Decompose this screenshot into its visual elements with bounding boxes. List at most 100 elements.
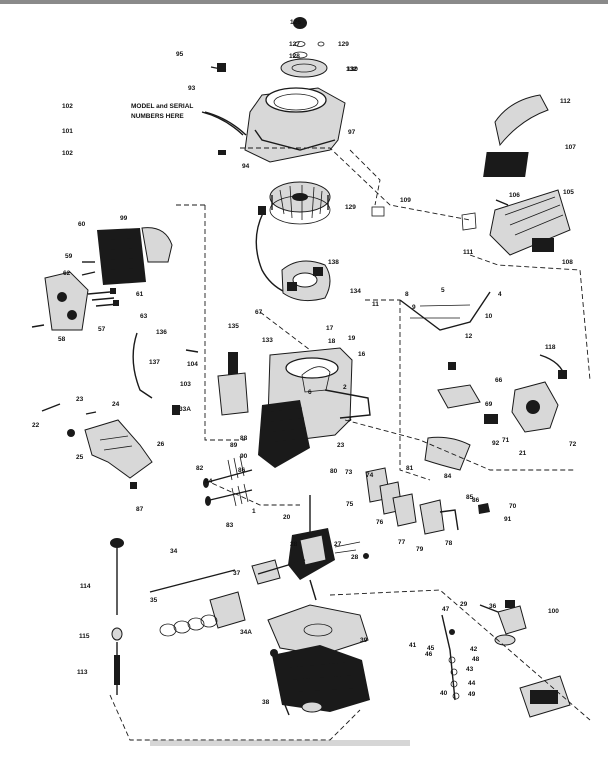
callout-132: 132: [346, 66, 357, 73]
callout-23: 23: [76, 396, 84, 403]
callout-39: 39: [360, 637, 368, 644]
callout-labels: 1261271281291301329593979499102101102112…: [32, 19, 577, 706]
callout-88: 88: [240, 435, 248, 442]
callout-69: 69: [485, 401, 493, 408]
callout-10: 10: [485, 313, 493, 320]
callout-1: 1: [252, 508, 256, 515]
callout-21: 21: [519, 450, 527, 457]
callout-12: 12: [465, 333, 473, 340]
callout-57: 57: [98, 326, 106, 333]
callout-127: 127: [289, 41, 300, 48]
callout-128: 128: [289, 53, 300, 60]
callout-16: 16: [358, 351, 366, 358]
callout-102: 102: [62, 150, 73, 157]
callout-22: 22: [32, 422, 40, 429]
callout-136: 136: [156, 329, 167, 336]
valve-train: [203, 455, 253, 507]
air-cleaner: [483, 94, 571, 256]
assembly-line-4: [399, 300, 431, 481]
callout-11: 11: [372, 301, 379, 308]
callout-40: 40: [440, 690, 448, 697]
callout-24: 24: [112, 401, 120, 408]
callout-35: 35: [150, 597, 158, 604]
callout-33A: 33A: [179, 406, 191, 413]
callout-77: 77: [398, 539, 406, 546]
top-edge-noise: [0, 0, 608, 4]
bottom-edge-noise: [150, 740, 410, 746]
callout-111: 111: [463, 249, 474, 256]
callout-118: 118: [545, 344, 556, 351]
callout-45: 45: [427, 645, 435, 652]
callout-46: 46: [425, 651, 433, 658]
callout-104: 104: [187, 361, 198, 368]
callout-29: 29: [460, 601, 468, 608]
crankcase-cylinder: [132, 332, 371, 468]
blower-housing: [201, 63, 346, 163]
callout-109: 109: [400, 197, 411, 204]
callout-89: 89: [230, 442, 238, 449]
callout-59: 59: [65, 253, 73, 260]
callout-99: 99: [120, 215, 128, 222]
callout-3: 3: [348, 416, 352, 423]
callout-84: 84: [205, 478, 213, 485]
callout-90: 90: [240, 453, 248, 460]
callout-62: 62: [63, 270, 71, 277]
callout-100: 100: [548, 608, 559, 615]
callout-129: 129: [345, 204, 356, 211]
callout-38: 38: [262, 699, 270, 706]
callout-8: 8: [405, 291, 409, 298]
callout-75: 75: [346, 501, 354, 508]
callout-47: 47: [442, 606, 450, 613]
callout-107: 107: [565, 144, 576, 151]
callout-91: 91: [504, 516, 512, 523]
gasket-111: [461, 212, 477, 231]
assembly-line-10: [349, 149, 381, 206]
callout-66: 66: [495, 377, 503, 384]
callout-138: 138: [328, 259, 339, 266]
callout-93: 93: [188, 85, 196, 92]
callout-135: 135: [228, 323, 239, 330]
cylinder-head-assembly: [31, 227, 173, 331]
callout-63: 63: [140, 313, 148, 320]
callout-130: 130: [347, 66, 358, 73]
callout-72: 72: [569, 441, 577, 448]
callout-105: 105: [563, 189, 574, 196]
callout-17: 17: [326, 325, 334, 332]
callout-71: 71: [502, 437, 510, 444]
callout-28: 28: [351, 554, 359, 561]
callout-25: 25: [76, 454, 84, 461]
assembly-line-6: [329, 589, 591, 721]
callout-34A: 34A: [240, 629, 252, 636]
callout-23: 23: [337, 442, 345, 449]
callout-37: 37: [233, 570, 241, 577]
crankshaft: [288, 495, 369, 601]
callout-101: 101: [62, 128, 73, 135]
flywheel: [269, 181, 331, 225]
callout-94: 94: [242, 163, 250, 170]
callout-42: 42: [470, 646, 478, 653]
gasket-stack: [365, 467, 490, 535]
callout-114: 114: [80, 583, 91, 590]
callout-4: 4: [498, 291, 502, 298]
callout-85: 85: [466, 494, 474, 501]
governor-assembly: [441, 600, 571, 718]
assembly-line-2: [204, 205, 245, 441]
callout-92: 92: [492, 440, 500, 447]
assembly-line-7: [109, 694, 361, 741]
callout-129: 129: [338, 41, 349, 48]
callout-97: 97: [348, 129, 356, 136]
callout-6: 6: [308, 389, 312, 396]
callout-49: 49: [468, 691, 476, 698]
callout-103: 103: [180, 381, 191, 388]
callout-113: 113: [77, 669, 88, 676]
callout-44: 44: [468, 680, 476, 687]
carburetor-assembly: [399, 291, 567, 471]
assembly-line-5: [259, 311, 311, 351]
callout-67: 67: [255, 309, 263, 316]
callout-19: 19: [348, 335, 356, 342]
assembly-line-1: [240, 147, 471, 221]
callout-60: 60: [78, 221, 86, 228]
starter-cup-group: [280, 17, 328, 78]
callout-112: 112: [560, 98, 571, 105]
